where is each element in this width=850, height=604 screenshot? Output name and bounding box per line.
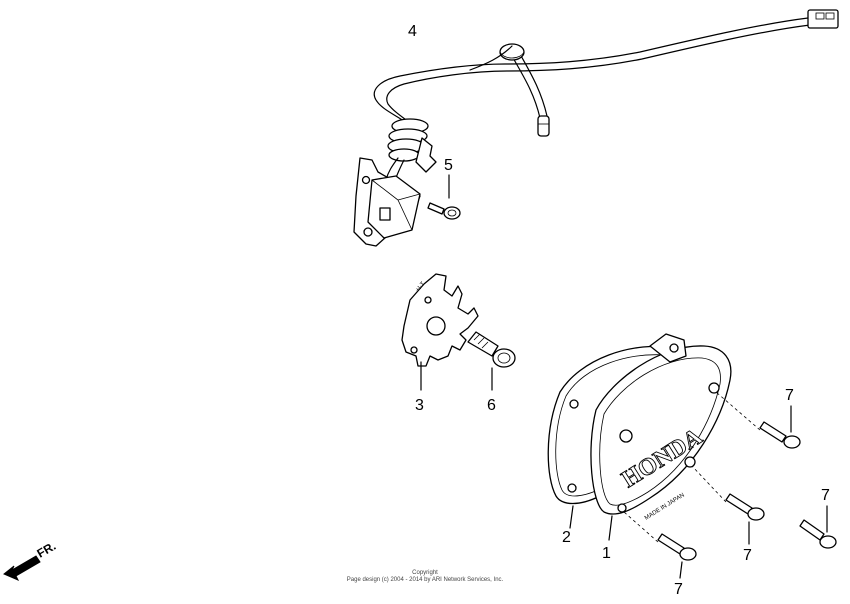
bolt-7-lower — [657, 533, 697, 579]
part-label-4: 4 — [408, 23, 417, 40]
bolt-6 — [467, 331, 516, 391]
front-label: FR. — [35, 539, 59, 561]
front-direction-arrow: FR. — [3, 539, 59, 581]
part-label-5: 5 — [444, 157, 453, 174]
reluctor-plate: +I·T — [401, 273, 479, 391]
wire-harness — [373, 9, 839, 185]
bolt-7-right — [799, 505, 837, 549]
part-label-2: 2 — [562, 529, 571, 546]
copyright-line-1: Copyright — [412, 570, 438, 576]
harness-connector — [807, 9, 839, 29]
part-label-7-middle: 7 — [743, 547, 752, 564]
part-label-3: 3 — [415, 397, 424, 414]
screw-5 — [427, 174, 461, 220]
part-label-7-right: 7 — [821, 487, 830, 504]
part-label-7-lower: 7 — [674, 581, 683, 598]
part-label-1: 1 — [602, 545, 611, 562]
bolt-7-upper — [759, 405, 801, 449]
part-label-7-upper: 7 — [785, 387, 794, 404]
copyright-line-2: Page design (c) 2004 - 2014 by ARI Netwo… — [347, 577, 504, 583]
pulse-generator — [353, 157, 421, 247]
svg-text:+I·T: +I·T — [415, 281, 427, 293]
part-label-6: 6 — [487, 397, 496, 414]
bolt-7-middle — [725, 493, 765, 545]
